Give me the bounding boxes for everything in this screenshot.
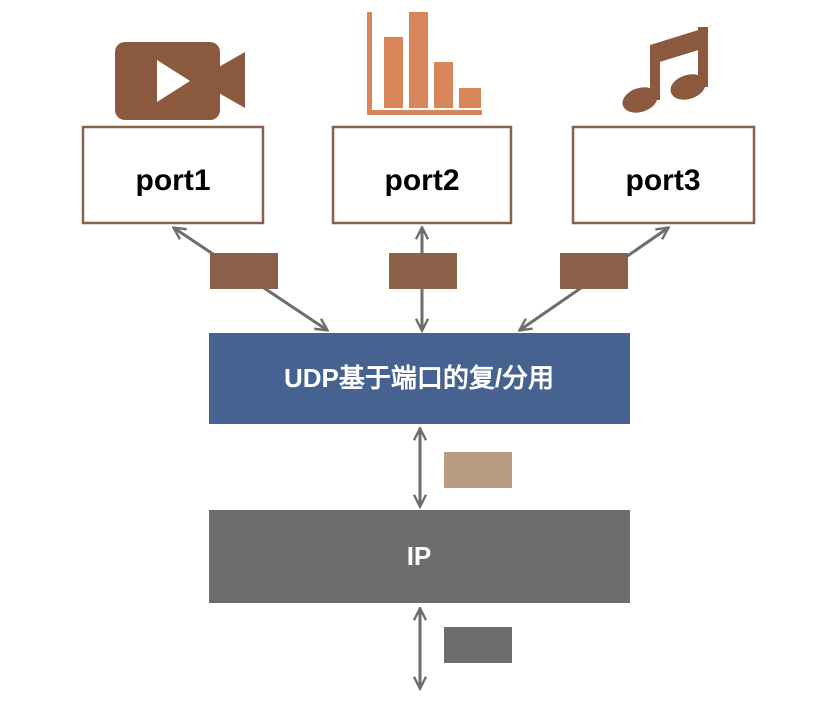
packet-port3	[560, 253, 628, 289]
packet-ip-below	[444, 627, 512, 663]
udp-layer-label: UDP基于端口的复/分用	[284, 363, 554, 393]
port-box-2: port2	[331, 125, 513, 225]
port2-label: port2	[385, 164, 460, 197]
packet-udp-ip	[444, 452, 512, 488]
ip-layer-label: IP	[407, 541, 432, 571]
music-note-icon	[622, 27, 708, 113]
udp-layer: UDP基于端口的复/分用	[209, 333, 630, 424]
packet-port1	[210, 253, 278, 289]
port-box-3: port3	[571, 125, 756, 225]
packet-port2	[389, 253, 457, 289]
port3-label: port3	[626, 164, 701, 197]
ip-layer: IP	[209, 510, 630, 603]
video-camera-icon	[115, 42, 245, 120]
port1-label: port1	[136, 164, 211, 197]
bar-chart-icon	[367, 12, 482, 115]
port-box-1: port1	[81, 125, 265, 225]
